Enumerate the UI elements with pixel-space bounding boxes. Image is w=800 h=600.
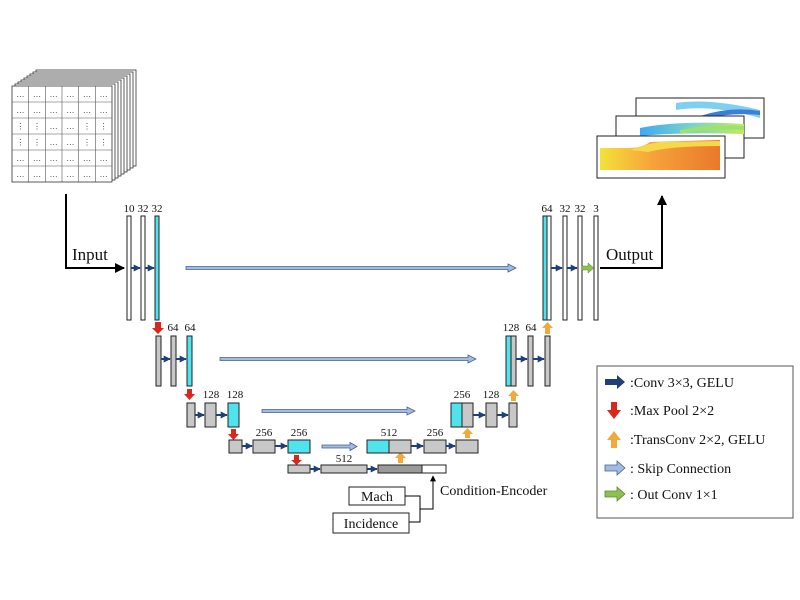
skip-connection-4 — [321, 441, 358, 452]
input-grid-stack: … … … … … … … … … … … … ⋮ ⋮ … … ⋮ ⋮ ⋮ ⋮ … … ⋮ ⋮ … … … … … … … … … … … … — [11, 69, 137, 183]
input-path — [65, 194, 125, 273]
decoder-level-1 — [542, 215, 599, 321]
channel-label: 10 — [124, 203, 136, 215]
input-grid-cell: … — [83, 90, 91, 99]
encoder-level-1 — [126, 215, 160, 321]
encoder-level-2 — [155, 335, 193, 387]
input-grid-cell: … — [50, 138, 58, 147]
transconv-arrow — [508, 390, 519, 401]
input-grid-cell: … — [16, 90, 24, 99]
channel-label: 32 — [560, 203, 571, 215]
input-grid-cell: … — [66, 154, 74, 163]
input-grid-cell: … — [33, 154, 41, 163]
channel-label: 256 — [454, 389, 471, 401]
input-grid-cell: … — [16, 154, 24, 163]
input-grid-cell: … — [33, 90, 41, 99]
input-grid-cell: … — [100, 90, 108, 99]
bottleneck — [287, 464, 447, 474]
channel-label: 32 — [152, 203, 163, 215]
input-grid-cell: ⋮ — [33, 122, 41, 131]
condition-encoder-inputs — [332, 475, 436, 534]
input-grid-cell: … — [50, 122, 58, 131]
legend-conv-icon — [605, 375, 625, 389]
input-grid-cell: … — [83, 154, 91, 163]
output-flowfield-stack — [596, 97, 765, 179]
input-grid-cell: … — [100, 154, 108, 163]
channel-label: 256 — [256, 427, 273, 439]
transconv-arrow — [542, 322, 553, 334]
legend-conv-label: :Conv 3×3, GELU — [630, 376, 734, 391]
channel-label: 3 — [593, 203, 599, 215]
transconv-arrow — [462, 428, 473, 438]
legend-maxpool-icon — [607, 402, 621, 419]
input-grid-cell: … — [66, 122, 74, 131]
legend-maxpool-label: :Max Pool 2×2 — [630, 404, 714, 419]
channel-label: 128 — [483, 389, 500, 401]
input-grid-cell: … — [33, 170, 41, 179]
legend-outconv-label: : Out Conv 1×1 — [630, 488, 718, 503]
decoder-level-3 — [450, 402, 518, 428]
input-grid-cell: … — [50, 90, 58, 99]
input-grid-cell: … — [33, 106, 41, 115]
input-grid-cell: … — [16, 170, 24, 179]
channel-label: 512 — [336, 453, 353, 465]
decoder-level-4 — [366, 439, 479, 463]
channel-label: 256 — [427, 427, 444, 439]
channel-label: 32 — [575, 203, 586, 215]
condition-encoder-label: Condition-Encoder — [440, 484, 548, 499]
decoder-level-2 — [505, 335, 551, 387]
incidence-label: Incidence — [344, 517, 398, 532]
input-label: Input — [72, 245, 108, 264]
encoder-level-4 — [228, 439, 311, 454]
output-label: Output — [606, 245, 654, 264]
maxpool-arrow — [228, 429, 239, 440]
legend — [596, 365, 794, 519]
input-grid-cell: … — [16, 106, 24, 115]
maxpool-arrow — [184, 389, 195, 400]
input-grid-cell: ⋮ — [16, 138, 24, 147]
input-grid-cell: … — [66, 170, 74, 179]
input-grid-cell: … — [50, 170, 58, 179]
input-grid-cell: … — [66, 106, 74, 115]
input-grid-cell: … — [66, 90, 74, 99]
input-grid-cell: ⋮ — [100, 138, 108, 147]
channel-label: 256 — [291, 427, 308, 439]
maxpool-arrow — [291, 455, 302, 465]
legend-skip-icon — [604, 460, 626, 476]
channel-label: 64 — [526, 322, 538, 334]
legend-transconv-icon — [607, 431, 621, 448]
encoder-level-3 — [186, 402, 240, 428]
input-grid-cell: ⋮ — [83, 138, 91, 147]
input-grid-cell: … — [100, 170, 108, 179]
channel-label: 128 — [203, 389, 220, 401]
channel-label: 128 — [503, 322, 520, 334]
legend-outconv-icon — [604, 486, 626, 502]
input-grid-cell: … — [50, 154, 58, 163]
channel-label: 64 — [168, 322, 180, 334]
channel-label: 512 — [381, 427, 398, 439]
input-grid-cell: … — [66, 138, 74, 147]
skip-connection-1 — [185, 263, 517, 273]
skip-connection-2 — [219, 354, 477, 364]
legend-skip-label: : Skip Connection — [630, 462, 731, 477]
input-grid-cell: … — [83, 170, 91, 179]
input-grid-cell: … — [50, 106, 58, 115]
input-grid-cell: ⋮ — [83, 122, 91, 131]
channel-label: 128 — [227, 389, 244, 401]
output-path — [600, 195, 667, 269]
mach-label: Mach — [361, 490, 393, 505]
legend-transconv-label: :TransConv 2×2, GELU — [630, 433, 765, 448]
input-grid-cell: ⋮ — [100, 122, 108, 131]
maxpool-arrow — [152, 322, 164, 334]
channel-label: 32 — [138, 203, 149, 215]
input-grid-cell: ⋮ — [16, 122, 24, 131]
channel-label: 64 — [185, 322, 197, 334]
channel-label: 64 — [542, 203, 554, 215]
input-grid-cell: ⋮ — [33, 138, 41, 147]
skip-connection-3 — [261, 406, 416, 416]
input-grid-cell: … — [100, 106, 108, 115]
input-grid-cell: … — [83, 106, 91, 115]
